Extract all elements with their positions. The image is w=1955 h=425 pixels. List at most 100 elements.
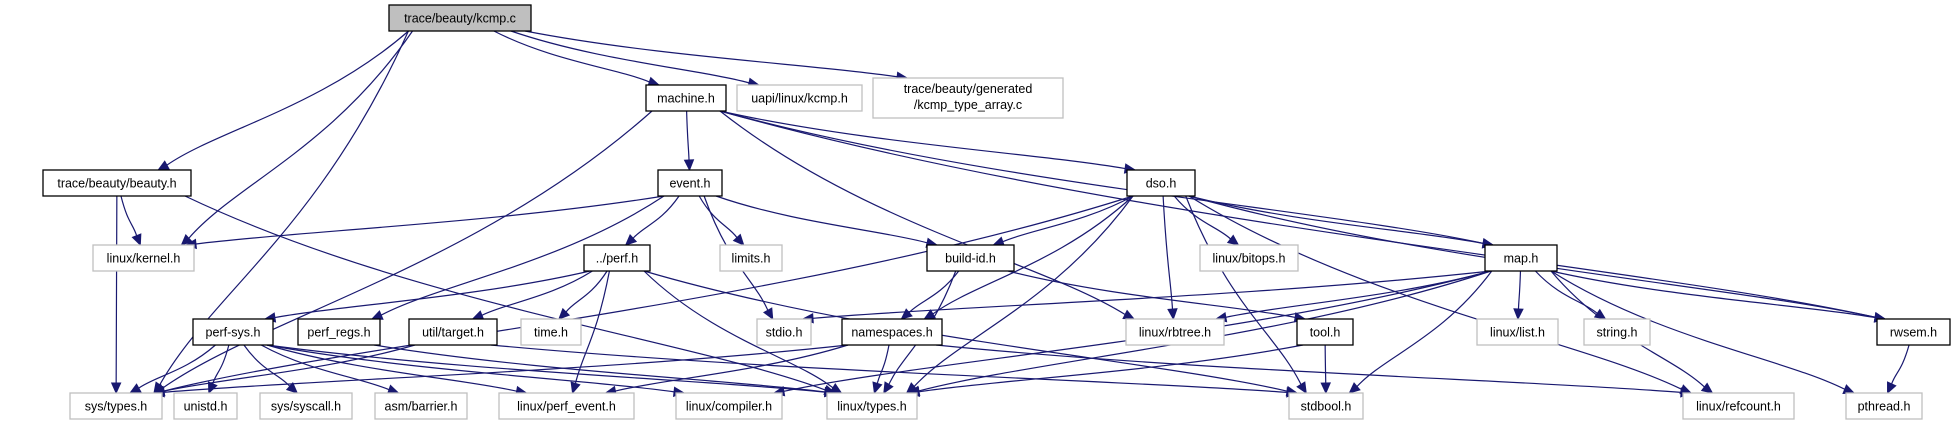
edge-perf_sys_h-to-sys_syscall_h — [243, 344, 291, 387]
graph-node-perf-sys-h[interactable]: perf-sys.h — [192, 318, 274, 346]
edge-dso_h-to-linux_types_h — [913, 195, 1134, 387]
arrowhead-icon — [1700, 382, 1714, 394]
node-box — [756, 318, 812, 346]
node-box — [645, 84, 727, 112]
arrowhead-icon — [1348, 382, 1361, 394]
edge-map_h-to-stdio_h — [812, 270, 1492, 319]
node-box — [1296, 318, 1354, 346]
node-label: time.h — [534, 326, 568, 340]
arrowhead-icon — [1513, 308, 1524, 321]
arrowhead-icon — [131, 233, 142, 247]
graph-node-unistd-h: unistd.h — [173, 392, 238, 420]
graph-node-beauty-h[interactable]: trace/beauty/beauty.h — [42, 169, 192, 197]
graph-node-build-id-h[interactable]: build-id.h — [926, 244, 1015, 272]
arrowhead-icon — [900, 308, 913, 320]
graph-node-linux-types-h: linux/types.h — [826, 392, 918, 420]
graph-node-perf-regs-h[interactable]: perf_regs.h — [297, 318, 381, 346]
edge-dso_h-to-linux_refcount_h — [1188, 195, 1682, 390]
edge-dso_h-to-namespaces_h — [932, 195, 1134, 315]
arrowhead-icon — [471, 310, 485, 320]
edge-event_h-to-perf_regs_h — [380, 195, 665, 316]
node-box — [926, 244, 1015, 272]
graph-node-tool-h[interactable]: tool.h — [1296, 318, 1354, 346]
node-label: event.h — [669, 177, 710, 191]
node-label: ../perf.h — [596, 252, 638, 266]
node-label: map.h — [1504, 252, 1539, 266]
node-box — [388, 4, 532, 32]
node-label: util/target.h — [422, 326, 484, 340]
graph-node-perf-h[interactable]: ../perf.h — [583, 244, 651, 272]
node-box — [1583, 318, 1651, 346]
edge-perf_h-to-util_target_h — [481, 270, 593, 316]
node-box — [675, 392, 783, 420]
arrowhead-icon — [207, 381, 218, 395]
edge-kcmp_c-to-machine_h — [493, 30, 650, 83]
node-box — [1876, 318, 1951, 346]
arrowhead-icon — [1167, 308, 1178, 321]
arrowhead-icon — [829, 382, 843, 394]
node-label: trace/beauty/kcmp.c — [404, 12, 516, 26]
graph-node-linux-bitops-h: linux/bitops.h — [1199, 244, 1299, 272]
node-box — [1125, 318, 1225, 346]
node-label: linux/perf_event.h — [517, 400, 616, 414]
graph-node-uapi-kcmp-h: uapi/linux/kcmp.h — [736, 84, 863, 112]
node-label: namespaces.h — [851, 326, 932, 340]
node-box — [520, 318, 582, 346]
edge-kcmp_c-to-uapi_kcmp_h — [510, 30, 750, 84]
graph-node-string-h: string.h — [1583, 318, 1651, 346]
graph-node-linux-compiler-h: linux/compiler.h — [675, 392, 783, 420]
arrowhead-icon — [110, 382, 122, 395]
edge-kcmp_c-to-linux_kernel_h — [188, 30, 414, 239]
node-label: linux/rbtree.h — [1139, 326, 1211, 340]
arrowhead-icon — [624, 234, 638, 246]
edge-kcmp_c-to-beauty_h — [166, 30, 409, 166]
arrowhead-icon — [883, 381, 894, 395]
node-label: stdio.h — [766, 326, 803, 340]
edge-namespaces_h-to-linux_types_h — [876, 344, 890, 384]
edge-dso_h-to-sys_types_h — [163, 195, 1134, 392]
graph-node-dso-h[interactable]: dso.h — [1126, 169, 1196, 197]
edge-perf_h-to-time_h — [565, 270, 608, 313]
node-label: uapi/linux/kcmp.h — [751, 92, 848, 106]
edge-perf_sys_h-to-linux_perf_event_h — [266, 344, 517, 392]
arrowhead-icon — [570, 381, 581, 395]
arrowhead-icon — [1842, 384, 1856, 394]
edge-dso_h-to-linux_rbtree_h — [1162, 195, 1174, 310]
graph-node-event-h[interactable]: event.h — [657, 169, 723, 197]
edge-dso_h-to-stdbool_h — [1185, 195, 1302, 385]
node-label: perf-sys.h — [206, 326, 261, 340]
node-box — [498, 392, 635, 420]
graph-node-namespaces-h[interactable]: namespaces.h — [841, 318, 943, 346]
graph-node-util-target-h[interactable]: util/target.h — [408, 318, 498, 346]
graph-node-stdbool-h: stdbool.h — [1288, 392, 1364, 420]
edge-perf_h-to-perf_sys_h — [274, 270, 591, 319]
node-box — [173, 392, 238, 420]
arrowhead-icon — [157, 160, 170, 171]
node-label: stdbool.h — [1301, 400, 1352, 414]
node-label: linux/compiler.h — [686, 400, 772, 414]
node-box — [1288, 392, 1364, 420]
edge-map_h-to-rwsem_h — [1550, 270, 1876, 319]
edge-machine_h-to-map_h — [719, 110, 1484, 244]
graph-node-map-h[interactable]: map.h — [1484, 244, 1558, 272]
node-box — [192, 318, 274, 346]
edge-namespaces_h-to-linux_perf_event_h — [615, 344, 849, 392]
edge-machine_h-to-event_h — [686, 110, 690, 161]
node-label: machine.h — [657, 92, 715, 106]
node-box — [92, 244, 195, 272]
arrowhead-icon — [1296, 381, 1307, 395]
edge-build_id_h-to-namespaces_h — [908, 270, 960, 313]
node-box — [69, 392, 163, 420]
arrowhead-icon — [180, 233, 193, 246]
node-label: linux/kernel.h — [107, 252, 181, 266]
edge-event_h-to-limits_h — [698, 195, 738, 238]
arrowhead-icon — [683, 159, 695, 172]
edge-dso_h-to-build_id_h — [1002, 195, 1134, 243]
graph-node-machine-h[interactable]: machine.h — [645, 84, 727, 112]
arrowhead-icon — [285, 382, 299, 394]
edges-layer — [110, 30, 1910, 398]
arrowhead-icon — [1226, 234, 1240, 246]
node-label: tool.h — [1310, 326, 1341, 340]
edge-machine_h-to-rwsem_h — [719, 110, 1876, 318]
graph-node-rwsem-h[interactable]: rwsem.h — [1876, 318, 1951, 346]
